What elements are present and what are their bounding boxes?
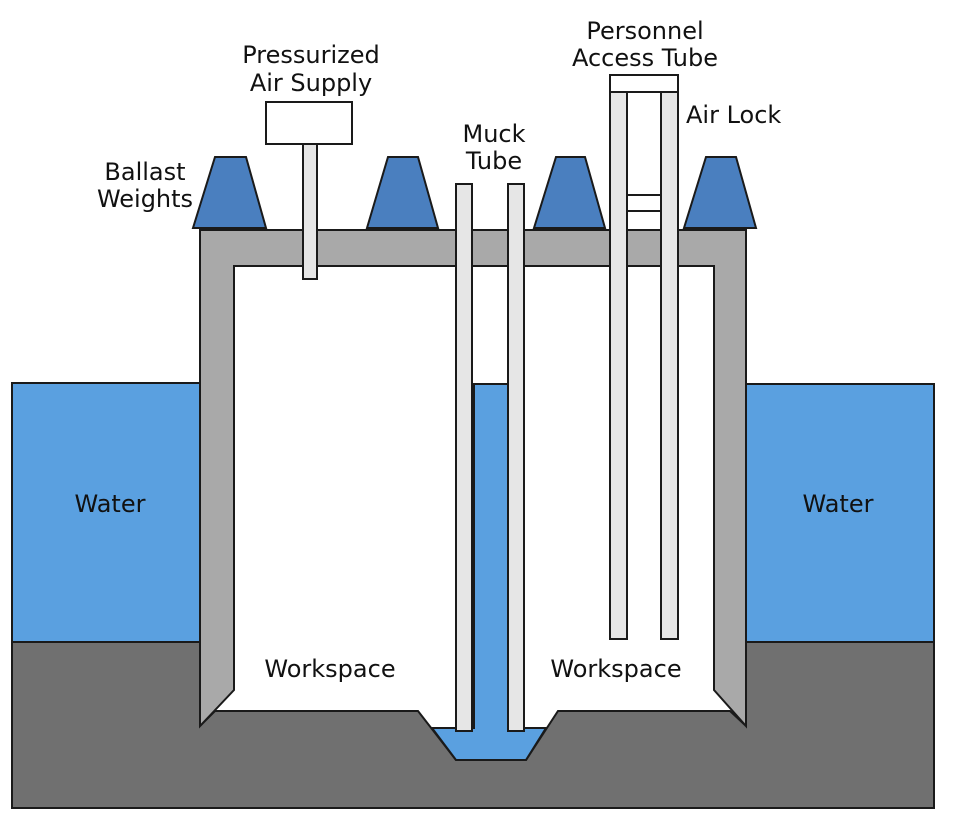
label-pressurized-line1: Pressurized [242, 41, 380, 69]
label-water-left: Water [75, 490, 146, 518]
caisson-wall [199, 229, 747, 729]
ballast-weight-3 [532, 156, 607, 229]
water-left [11, 382, 201, 644]
personnel-tube-right-wall [660, 91, 679, 640]
label-ballast-line2: Weights [97, 185, 193, 213]
label-personnel-line2: Access Tube [572, 44, 718, 72]
label-muck-line1: Muck [462, 120, 525, 148]
label-personnel-line1: Personnel [586, 17, 703, 45]
water-right [745, 383, 935, 644]
label-ballast-line1: Ballast [104, 158, 185, 186]
label-muck-line2: Tube [465, 147, 522, 175]
air-lock-door [626, 194, 662, 212]
label-workspace-left: Workspace [264, 655, 395, 683]
air-supply-box [265, 101, 353, 145]
ballast-weight-1 [191, 156, 268, 229]
ballast-weight-2 [365, 156, 440, 229]
label-air-lock: Air Lock [686, 101, 781, 129]
label-water-right: Water [803, 490, 874, 518]
muck-tube-right-wall [507, 183, 525, 732]
label-pressurized-line2: Air Supply [250, 69, 372, 97]
air-supply-pipe [302, 143, 318, 280]
label-workspace-right: Workspace [550, 655, 681, 683]
muck-tube-left-wall [455, 183, 473, 732]
ballast-weight-4 [682, 156, 758, 229]
personnel-tube-left-wall [609, 91, 628, 640]
muck-pit-water [430, 383, 548, 761]
personnel-tube-cap [609, 74, 679, 93]
